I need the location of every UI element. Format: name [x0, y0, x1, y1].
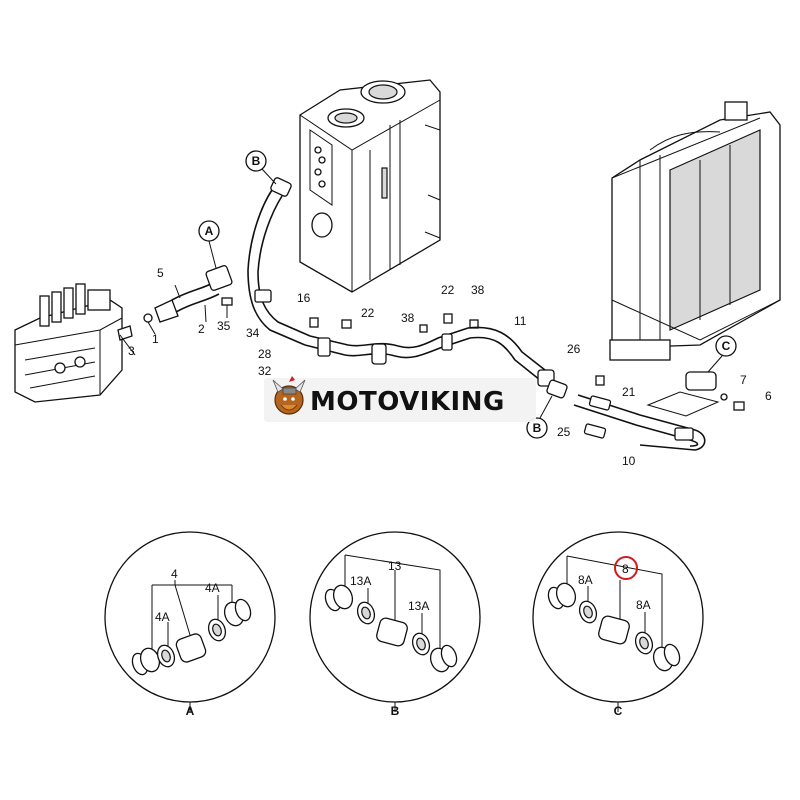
svg-text:B: B	[533, 421, 542, 435]
detail-a-callout-4a-right: 4A	[205, 581, 220, 595]
callout-32: 32	[258, 364, 272, 378]
detail-c-highlight-circle	[614, 556, 638, 580]
detail-a: A 4 4A 4A	[104, 531, 276, 718]
detail-a-label: A	[186, 704, 195, 718]
letter-bubbles: A B B C	[198, 150, 737, 439]
bubble-b-top: B	[245, 150, 277, 185]
oil-cooler-drawing	[609, 101, 781, 411]
detail-a-callout-4a-left: 4A	[155, 610, 170, 624]
pipe-28-34	[247, 177, 311, 346]
bubble-c: C	[707, 335, 737, 373]
bolt-35	[221, 297, 233, 318]
main-callouts: 3 1 5 2 35 34 28 32 16 22 38 22 38 11 26…	[128, 266, 772, 468]
callout-7: 7	[740, 373, 747, 387]
detail-b-callout-13: 13	[388, 559, 402, 573]
motoviking-watermark: MOTOVIKING	[264, 376, 536, 422]
detail-c-parts	[547, 582, 681, 672]
pipe-11	[467, 326, 568, 399]
detail-a-callout-4: 4	[171, 567, 178, 581]
watermark-text: MOTOVIKING	[310, 387, 505, 417]
callout-25: 25	[557, 425, 571, 439]
callout-2: 2	[198, 322, 205, 336]
svg-text:A: A	[205, 224, 214, 238]
callout-38-left: 38	[401, 311, 415, 325]
detail-b: B 13 13A 13A	[309, 531, 481, 718]
detail-b-callout-13a-right: 13A	[408, 599, 429, 613]
detail-c-label: C	[614, 704, 623, 718]
callout-3: 3	[128, 344, 135, 358]
detail-c-callout-8a-right: 8A	[636, 598, 651, 612]
callout-6: 6	[765, 389, 772, 403]
fitting-3-and-1	[117, 299, 179, 356]
callout-38-right: 38	[471, 283, 485, 297]
hose-5-assembly	[171, 265, 233, 323]
callout-1: 1	[152, 332, 159, 346]
detail-c: C 8 8A 8A	[532, 531, 704, 718]
callout-34: 34	[246, 326, 260, 340]
bubble-b-bottom: B	[526, 395, 553, 439]
detail-c-callout-8: 8	[622, 562, 629, 576]
callout-21: 21	[622, 385, 636, 399]
callout-28: 28	[258, 347, 272, 361]
callout-26: 26	[567, 342, 581, 356]
control-valve-drawing	[14, 283, 123, 403]
callout-22-left: 22	[361, 306, 375, 320]
callout-22-right: 22	[441, 283, 455, 297]
pipe-center-assembly	[304, 313, 479, 365]
svg-text:B: B	[252, 154, 261, 168]
callout-16: 16	[297, 291, 311, 305]
callout-35: 35	[217, 319, 231, 333]
pipe-10	[573, 375, 720, 451]
detail-b-label: B	[391, 704, 400, 718]
callout-11: 11	[514, 314, 527, 328]
detail-b-callout-13a-left: 13A	[350, 574, 371, 588]
detail-c-callout-8a-left: 8A	[578, 573, 593, 587]
detail-b-parts	[324, 584, 458, 673]
callout-10: 10	[622, 454, 636, 468]
svg-text:C: C	[722, 339, 731, 353]
viking-mascot-logo	[272, 376, 306, 415]
callout-5: 5	[157, 266, 164, 280]
hydraulic-tank-drawing	[299, 79, 441, 293]
detail-a-parts	[131, 598, 252, 676]
bubble-a: A	[198, 220, 220, 269]
